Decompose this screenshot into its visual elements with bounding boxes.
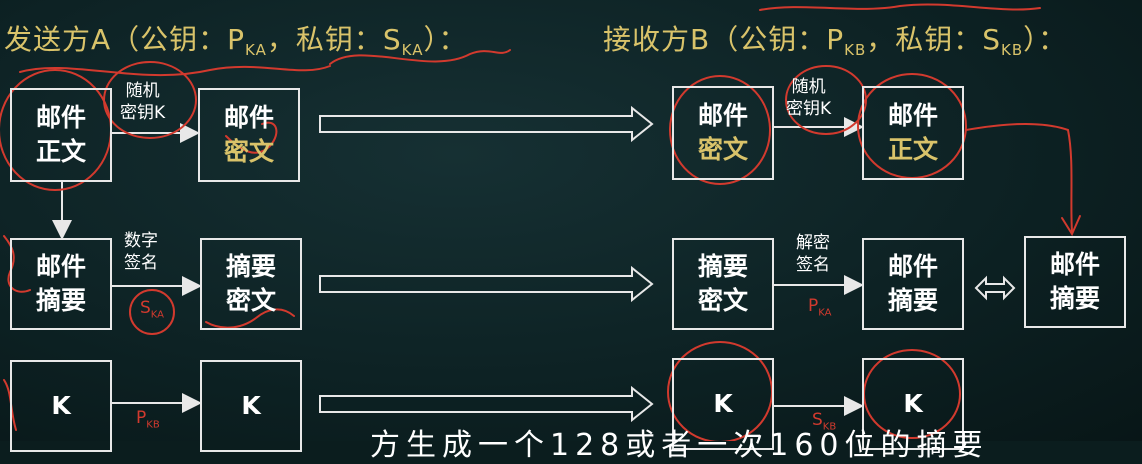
circle-cipher-b bbox=[669, 75, 771, 185]
label-random-key-a: 随机密钥K bbox=[120, 81, 166, 123]
compare-double-arrow bbox=[974, 275, 1016, 301]
box-b-mail-cipher: 邮件密文 bbox=[672, 86, 774, 180]
arrowhead-route bbox=[1061, 215, 1081, 237]
sender-heading: 发送方A（公钥：PKA，私钥：SKA）： bbox=[4, 23, 468, 59]
label-random-key-b: 随机密钥K bbox=[786, 77, 832, 119]
annotation-ska: SKA bbox=[140, 298, 165, 321]
box-a-key-encrypted: K bbox=[200, 360, 302, 452]
box-a-mail-digest: 邮件摘要 bbox=[10, 238, 112, 330]
box-b-mail-digest: 邮件摘要 bbox=[862, 238, 964, 330]
annotation-skb: SKB bbox=[812, 410, 837, 433]
connector-layer bbox=[0, 3, 1081, 441]
circle-ska bbox=[129, 289, 175, 335]
video-subtitle: 方生成一个128或者一次160位的摘要 bbox=[370, 428, 989, 463]
annotation-pka: PKA bbox=[808, 296, 832, 319]
label-decrypt-sign: 解密签名 bbox=[796, 233, 830, 275]
box-b-new-digest: 邮件摘要 bbox=[1024, 236, 1126, 328]
underline-sender-heading bbox=[19, 65, 331, 77]
circle-key-b-right bbox=[863, 349, 961, 439]
box-a-mail-plain: 邮件正文 bbox=[10, 88, 112, 182]
box-a-mail-cipher: 邮件密文 bbox=[198, 88, 300, 182]
mark-sig-a bbox=[205, 308, 295, 329]
box-a-key: K bbox=[10, 360, 112, 452]
underline-sender-key bbox=[329, 49, 511, 65]
transmit-arrow-signature bbox=[319, 265, 654, 303]
box-a-digest-cipher: 摘要密文 bbox=[200, 238, 302, 330]
mark-cipher-a bbox=[225, 121, 278, 154]
transmit-arrow-mail bbox=[319, 105, 654, 143]
receiver-heading: 接收方B（公钥：PKB，私钥：SKB）： bbox=[603, 23, 1068, 59]
box-b-digest-cipher: 摘要密文 bbox=[672, 238, 774, 330]
box-b-mail-plain: 邮件正文 bbox=[862, 86, 964, 180]
annotation-pkb: PKB bbox=[136, 408, 160, 431]
circle-random-key-a bbox=[103, 61, 197, 139]
scribble-receiver-top bbox=[759, 3, 1041, 11]
label-digital-sign: 数字签名 bbox=[124, 231, 158, 273]
route-plain-to-digest bbox=[965, 122, 1073, 233]
transmit-arrow-key bbox=[319, 385, 654, 423]
